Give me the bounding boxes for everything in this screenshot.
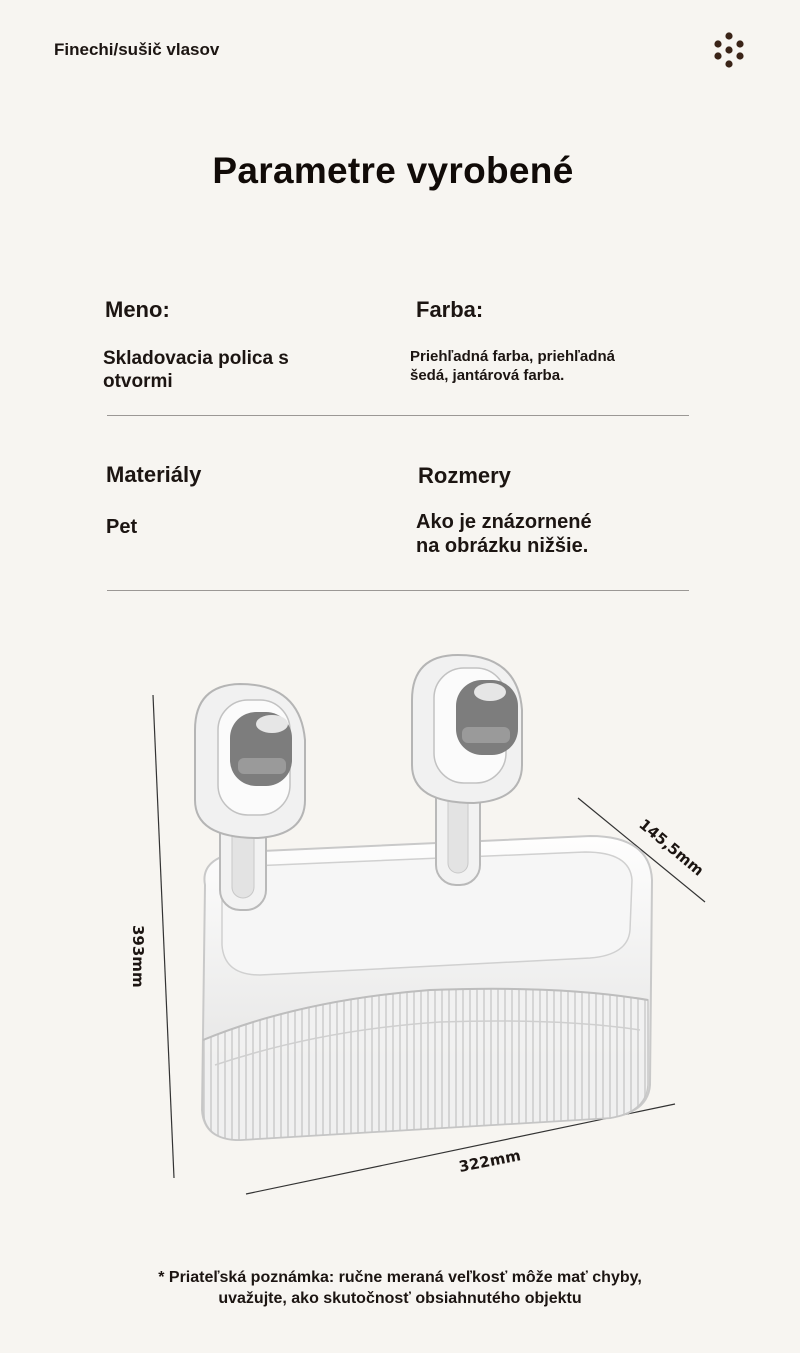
name-label: Meno: [105, 297, 170, 322]
color-value-line2: šedá, jantárová farba. [410, 366, 565, 384]
dots-grid-icon[interactable] [709, 30, 749, 70]
page-title: Parametre vyrobené [212, 150, 574, 191]
dimensions-value: Ako je znázornené na obrázku nižšie. [416, 510, 656, 558]
footnote-line2: uvažujte, ako skutočnosť obsiahnutého ob… [218, 1289, 582, 1307]
product-dimension-diagram: 393mm 322mm 145,5mm [129, 653, 707, 1195]
dimensions-label: Rozmery [418, 463, 511, 488]
name-value-line2: otvormi [103, 370, 173, 392]
name-value-line1: Skladovacia polica s [103, 348, 289, 369]
material-label: Materiály [106, 462, 202, 487]
material-value: Pet [106, 516, 138, 538]
footnote-line1: * Priateľská poznámka: ručne meraná veľk… [158, 1269, 642, 1286]
divider [107, 415, 689, 416]
color-label: Farba: [416, 297, 484, 322]
divider [107, 590, 689, 591]
color-value: Priehľadná farba, priehľadná šedá, jantá… [410, 348, 650, 386]
width-dimension-label: 322mm [457, 1146, 522, 1176]
footnote: * Priateľská poznámka: ručne meraná veľk… [0, 1268, 800, 1310]
color-value-line1: Priehľadná farba, priehľadná [410, 348, 615, 365]
brand-label: Finechi/sušič vlasov [54, 40, 220, 59]
height-dimension-label: 393mm [129, 925, 147, 988]
dimensions-value-line2: na obrázku nižšie. [416, 535, 589, 557]
name-value: Skladovacia polica s otvormi [103, 348, 363, 394]
dimensions-value-line1: Ako je znázornené [416, 511, 592, 533]
